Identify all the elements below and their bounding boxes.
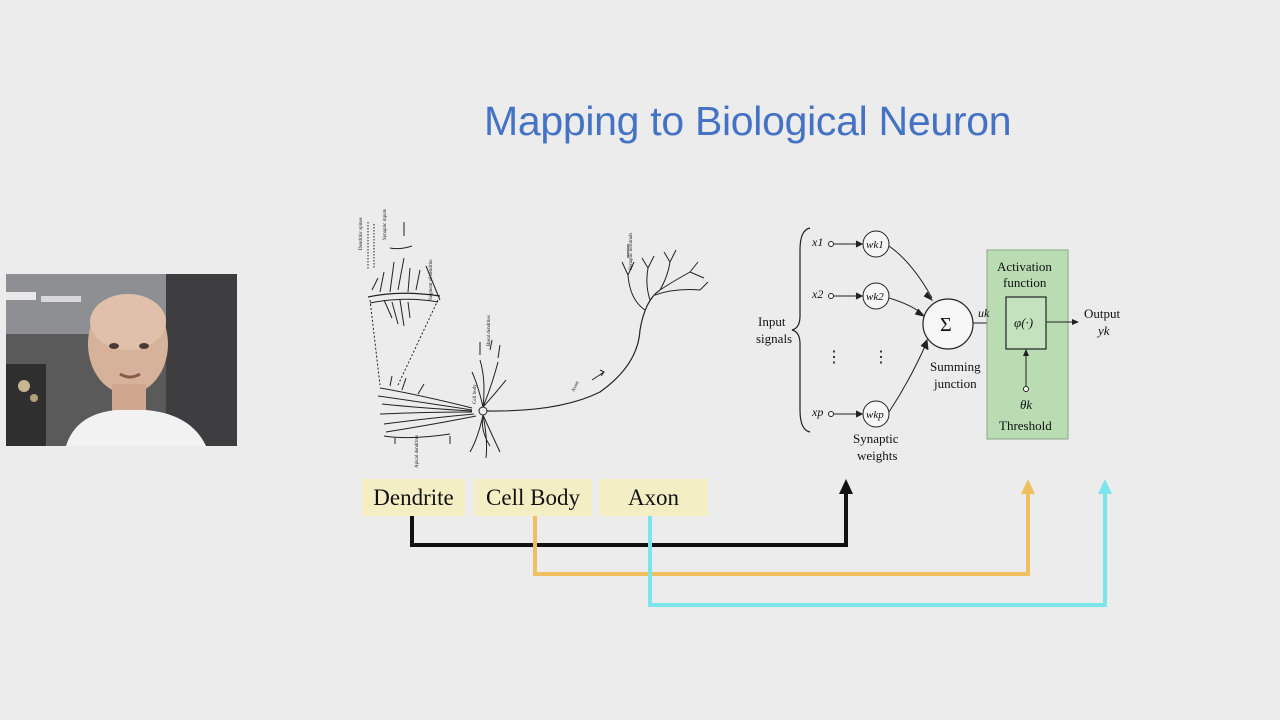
synaptic-weights-label-1: Synaptic (853, 431, 899, 446)
webcam-feed (6, 274, 237, 446)
dendrite-arrow (410, 492, 848, 547)
sketch-annotations: Dendritic spines Synaptic inputs Segment… (359, 209, 634, 468)
artificial-neuron-model: x1 x2 xp wk1 wk2 wkp ⋮ ⋮ Input signals S… (756, 227, 1121, 463)
dendrite-spines-inset (367, 222, 441, 327)
output-label-1: Output (1084, 306, 1121, 321)
uk-label: uk (978, 306, 990, 320)
svg-text:Dendritic spines: Dendritic spines (359, 217, 364, 250)
activation-label-2: function (1003, 275, 1047, 290)
dendrite-arrowhead-icon (839, 479, 853, 494)
activation-label-1: Activation (997, 259, 1052, 274)
mapping-arrows (410, 479, 1112, 607)
summing-junction-label-2: junction (933, 376, 977, 391)
svg-text:Synaptic terminals: Synaptic terminals (629, 233, 634, 270)
dots-inputs: ⋮ (826, 349, 842, 366)
summing-symbol: Σ (940, 314, 952, 336)
dots-weights: ⋮ (873, 349, 889, 366)
input-xp: xp (811, 405, 823, 419)
synaptic-weights-label-2: weights (857, 448, 897, 463)
axon-arrow (648, 492, 1107, 607)
input-signals-label-2: signals (756, 331, 792, 346)
input-signals-label-1: Input (758, 314, 786, 329)
svg-text:Segment of dendrite: Segment of dendrite (429, 259, 434, 300)
label-dendrite: Dendrite (362, 479, 465, 516)
svg-text:Axon: Axon (571, 380, 580, 393)
slide-title: Mapping to Biological Neuron (484, 98, 1012, 144)
cell-body-arrowhead-icon (1021, 479, 1035, 494)
presenter-video-icon (6, 274, 237, 446)
phi-label: φ(·) (1014, 315, 1033, 330)
input-x1: x1 (811, 235, 823, 249)
label-cell-body: Cell Body (474, 479, 592, 516)
input-x2: x2 (811, 287, 823, 301)
svg-text:Apical dendrites: Apical dendrites (415, 435, 420, 468)
svg-text:Synaptic inputs: Synaptic inputs (383, 209, 388, 240)
label-axon: Axon (599, 479, 708, 516)
weight-wk1: wk1 (866, 239, 884, 251)
theta-label: θk (1020, 397, 1032, 412)
cell-body-arrow (533, 492, 1030, 576)
summing-junction-label-1: Summing (930, 359, 981, 374)
weight-wkp: wkp (866, 409, 884, 421)
weight-wk2: wk2 (866, 291, 884, 303)
output-label-2: yk (1096, 323, 1110, 338)
biological-neuron-sketch (367, 222, 709, 459)
threshold-label: Threshold (999, 418, 1052, 433)
svg-text:Cell body: Cell body (473, 384, 478, 404)
svg-text:Basal dendrites: Basal dendrites (487, 315, 492, 346)
axon-arrowhead-icon (1098, 479, 1112, 494)
